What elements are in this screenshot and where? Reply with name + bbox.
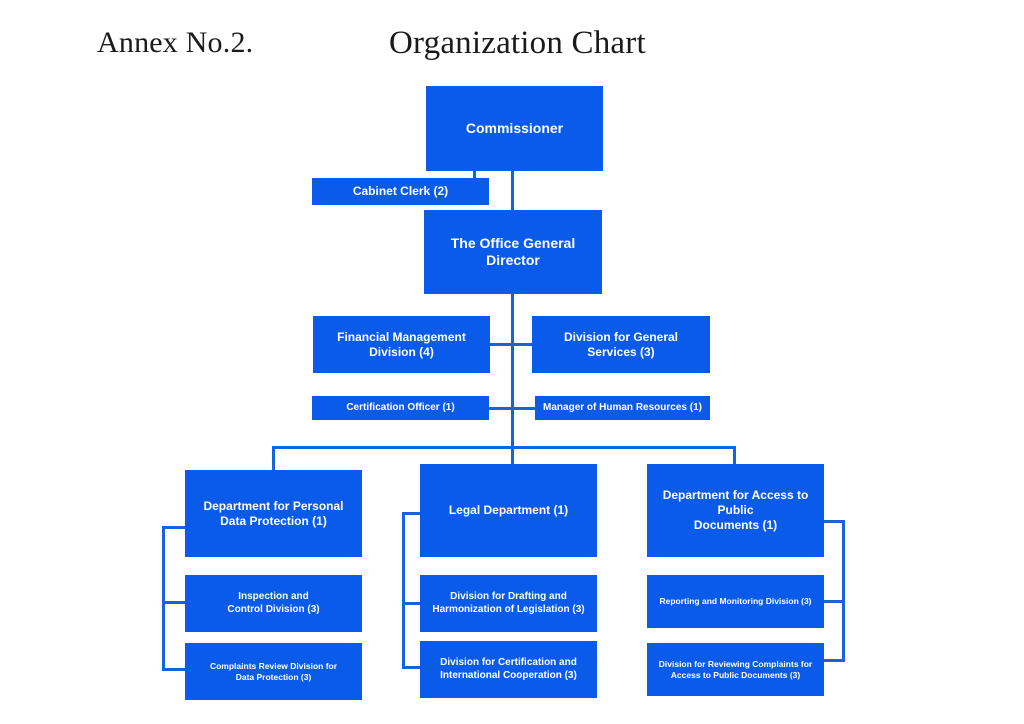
connector-departments-bus: [272, 446, 736, 449]
node-financial-management-division[interactable]: Financial Management Division (4): [313, 316, 490, 373]
connector-director-to-hr-manager: [511, 407, 537, 410]
connector-right-bracket-to-reporting: [821, 600, 845, 603]
node-division-reviewing-complaints-access-public-documents[interactable]: Division for Reviewing Complaints for Ac…: [647, 643, 824, 696]
connector-left-bracket-to-inspection: [162, 601, 186, 604]
node-division-certification-international-cooperation[interactable]: Division for Certification and Internati…: [420, 641, 597, 698]
node-inspection-control-division[interactable]: Inspection and Control Division (3): [185, 575, 362, 632]
node-manager-human-resources-label: Manager of Human Resources (1): [543, 401, 702, 413]
connector-middle-bracket-to-drafting: [402, 602, 424, 605]
connector-left-bracket-to-complaints: [162, 668, 186, 671]
connector-director-to-financial-management: [490, 343, 514, 346]
node-reporting-monitoring-division[interactable]: Reporting and Monitoring Division (3): [647, 575, 824, 628]
connector-right-bracket-to-review: [821, 659, 845, 662]
node-commissioner-label: Commissioner: [465, 119, 564, 136]
node-complaints-review-division-data-protection-label: Complaints Review Division for Data Prot…: [209, 660, 338, 682]
connector-bus-drop-middle: [511, 446, 514, 471]
connector-middle-bracket-to-certification: [402, 666, 424, 669]
node-department-access-public-documents[interactable]: Department for Access to Public Document…: [647, 464, 824, 557]
node-department-access-public-documents-label: Department for Access to Public Document…: [662, 488, 809, 532]
node-department-personal-data-protection-label: Department for Personal Data Protection …: [203, 498, 344, 528]
node-complaints-review-division-data-protection[interactable]: Complaints Review Division for Data Prot…: [185, 643, 362, 700]
node-department-personal-data-protection[interactable]: Department for Personal Data Protection …: [185, 470, 362, 557]
node-division-reviewing-complaints-access-public-documents-label: Division for Reviewing Complaints for Ac…: [658, 658, 813, 680]
node-legal-department[interactable]: Legal Department (1): [420, 464, 597, 557]
node-division-drafting-harmonization-legislation-label: Division for Drafting and Harmonization …: [432, 591, 585, 615]
node-cabinet-clerk-label: Cabinet Clerk (2): [352, 184, 449, 198]
node-division-certification-international-cooperation-label: Division for Certification and Internati…: [440, 657, 577, 681]
connector-middle-bracket-vertical: [402, 512, 405, 669]
connector-bus-drop-left: [272, 446, 275, 471]
node-manager-human-resources[interactable]: Manager of Human Resources (1): [535, 396, 710, 420]
connector-left-bracket-vertical: [162, 526, 165, 671]
node-certification-officer-label: Certification Officer (1): [346, 401, 455, 413]
connector-middle-bracket-to-department: [402, 512, 424, 515]
node-office-general-director[interactable]: The Office General Director: [424, 210, 602, 294]
connector-director-spine: [511, 293, 514, 448]
connector-right-bracket-vertical: [842, 520, 845, 662]
connector-right-bracket-to-department: [821, 520, 845, 523]
connector-director-to-certification-officer: [488, 407, 514, 410]
node-financial-management-division-label: Financial Management Division (4): [337, 329, 466, 359]
node-office-general-director-label: The Office General Director: [450, 234, 576, 269]
connector-director-to-general-services: [511, 343, 535, 346]
connector-commissioner-spine: [511, 170, 514, 211]
node-reporting-monitoring-division-label: Reporting and Monitoring Division (3): [659, 596, 812, 607]
node-commissioner[interactable]: Commissioner: [426, 86, 603, 171]
node-legal-department-label: Legal Department (1): [448, 503, 569, 517]
node-division-drafting-harmonization-legislation[interactable]: Division for Drafting and Harmonization …: [420, 575, 597, 632]
page-title: Organization Chart: [389, 25, 646, 61]
connector-commissioner-to-cabinet-clerk: [473, 170, 476, 180]
node-certification-officer[interactable]: Certification Officer (1): [312, 396, 489, 420]
connector-left-bracket-to-department: [162, 526, 186, 529]
connector-bus-drop-right: [733, 446, 736, 471]
node-division-general-services[interactable]: Division for General Services (3): [532, 316, 710, 373]
annex-label: Annex No.2.: [97, 26, 254, 59]
node-division-general-services-label: Division for General Services (3): [563, 329, 679, 359]
node-inspection-control-division-label: Inspection and Control Division (3): [227, 591, 320, 615]
node-cabinet-clerk[interactable]: Cabinet Clerk (2): [312, 178, 489, 205]
